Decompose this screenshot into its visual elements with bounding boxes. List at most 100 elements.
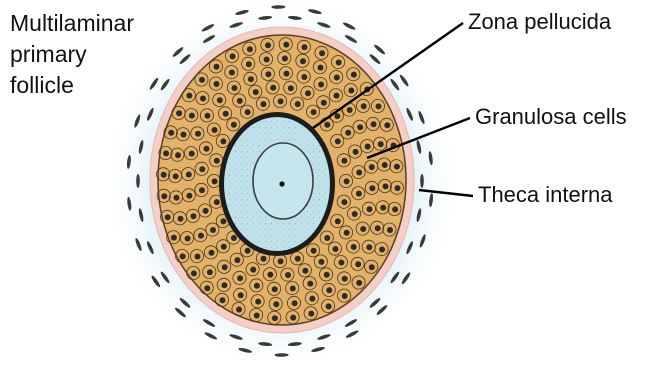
granulosa-cell-nucleus [209,250,215,256]
granulosa-cell-nucleus [245,248,251,254]
granulosa-cell-nucleus [214,158,220,164]
granulosa-cell-nucleus [305,90,311,96]
granulosa-cell-nucleus [236,307,242,313]
granulosa-cell-nucleus [278,258,284,264]
granulosa-cell-nucleus [307,281,313,287]
granulosa-cell-nucleus [334,93,340,99]
granulosa-cell-nucleus [221,244,227,250]
granulosa-cell-nucleus [341,158,347,164]
granulosa-cell-nucleus [199,166,205,172]
granulosa-cell-nucleus [365,144,371,150]
granulosa-cell-nucleus [302,44,308,50]
granulosa-cell-nucleus [210,227,216,233]
granulosa-cell-nucleus [191,213,197,219]
granulosa-cell-nucleus [186,172,192,178]
granulosa-cell-nucleus [357,124,363,130]
granulosa-cell-nucleus [247,46,253,52]
granulosa-cell-nucleus [351,72,357,78]
granulosa-cell-nucleus [273,301,279,307]
granulosa-cell-nucleus [200,96,206,102]
granulosa-cell-nucleus [308,311,314,317]
title-line-2: primary [10,39,170,70]
granulosa-cell-nucleus [352,211,358,217]
granulosa-cell-nucleus [248,76,254,82]
granulosa-cell-nucleus [231,235,237,241]
granulosa-cell-nucleus [181,132,187,138]
granulosa-cell-nucleus [366,244,372,250]
granulosa-cell-nucleus [267,272,273,278]
granulosa-cell-nucleus [353,149,359,155]
granulosa-cell-nucleus [335,138,341,144]
granulosa-cell-nucleus [176,110,182,116]
granulosa-cell-nucleus [185,236,191,242]
granulosa-cell-nucleus [180,253,186,259]
granulosa-cell-nucleus [387,227,393,233]
granulosa-cell-nucleus [217,97,223,103]
granulosa-cell-nucleus [199,77,205,83]
granulosa-cells-label: Granulosa cells [475,103,627,130]
granulosa-cell-nucleus [232,85,238,91]
granulosa-cell-nucleus [319,50,325,56]
granulosa-cell-nucleus [165,214,171,220]
granulosa-cell-nucleus [204,285,210,291]
granulosa-cell-nucleus [238,292,244,298]
granulosa-cell-nucleus [220,218,226,224]
theca-cell [136,174,140,188]
granulosa-cell-nucleus [369,164,375,170]
granulosa-cell-nucleus [376,103,382,109]
granulosa-cell-nucleus [302,268,308,274]
granulosa-cell-nucleus [371,121,377,127]
granulosa-cell-nucleus [311,109,317,115]
granulosa-cell-nucleus [272,315,278,321]
granulosa-cell-nucleus [334,75,340,81]
granulosa-cell-nucleus [207,269,213,275]
granulosa-cell-nucleus [382,162,388,168]
granulosa-cell-nucleus [290,315,296,321]
granulosa-cell-nucleus [272,286,278,292]
granulosa-cell-nucleus [171,235,177,241]
granulosa-cell-nucleus [321,100,327,106]
granulosa-cell-nucleus [220,297,226,303]
granulosa-cell-nucleus [254,313,260,319]
granulosa-cell-nucleus [379,247,385,253]
granulosa-cell-nucleus [161,193,167,199]
granulosa-cell-nucleus [214,199,220,205]
granulosa-cell-nucleus [334,113,340,119]
granulosa-cell-nucleus [318,65,324,71]
granulosa-cell-nucleus [212,127,218,133]
granulosa-cell-nucleus [204,146,210,152]
granulosa-cell-nucleus [309,296,315,302]
granulosa-cell-nucleus [378,141,384,147]
granulosa-cell-nucleus [264,57,270,63]
granulosa-cell-nucleus [361,103,367,109]
granulosa-cell-nucleus [295,101,301,107]
granulosa-cell-nucleus [255,299,261,305]
granulosa-cell-nucleus [375,225,381,231]
granulosa-cell-nucleus [186,193,192,199]
granulosa-cell-nucleus [198,233,204,239]
granulosa-cell-nucleus [342,276,348,282]
granulosa-cell-nucleus [311,248,317,254]
granulosa-cell-nucleus [344,178,350,184]
granulosa-cell-nucleus [237,98,243,104]
nucleolus [279,181,284,186]
granulosa-cell-nucleus [189,113,195,119]
granulosa-cell-nucleus [265,42,271,48]
granulosa-cell-nucleus [205,113,211,119]
granulosa-cell-nucleus [367,206,373,212]
granulosa-cell-nucleus [174,195,180,201]
granulosa-cell-nucleus [333,246,339,252]
granulosa-cell-nucleus [324,122,330,128]
granulosa-cell-nucleus [288,85,294,91]
granulosa-cell-nucleus [214,64,220,70]
granulosa-cell-nucleus [234,257,240,263]
granulosa-cell-nucleus [237,275,243,281]
oocyte-nucleus [253,143,313,219]
granulosa-cell-nucleus [265,71,271,77]
granulosa-cell-nucleus [335,218,341,224]
granulosa-cell-nucleus [285,272,291,278]
granulosa-cell-nucleus [348,88,354,94]
granulosa-cell-nucleus [356,280,362,286]
granulosa-cell-nucleus [356,191,362,197]
granulosa-cell-nucleus [283,42,289,48]
